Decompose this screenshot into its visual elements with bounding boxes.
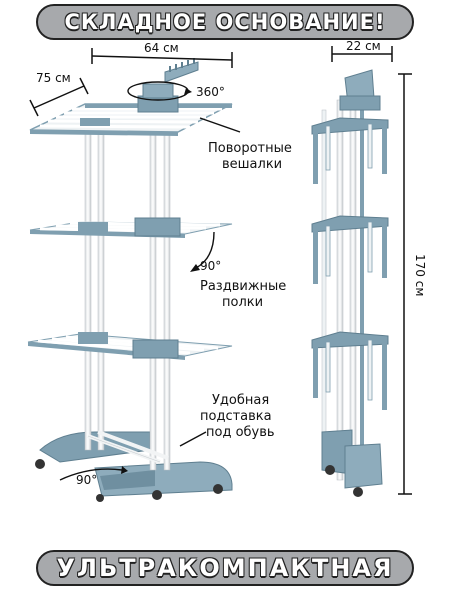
wheel	[213, 484, 223, 494]
wheel	[353, 487, 363, 497]
extendable-shelves-line-1: Раздвижные	[200, 279, 286, 294]
extendable-shelves-line-2: полки	[222, 295, 263, 310]
rotation-angle-label: 360°	[196, 85, 225, 99]
pole	[84, 119, 92, 451]
folded-shelf-lower	[311, 331, 389, 410]
bottom-banner-text: УЛЬТРАКОМПАКТНАЯ	[56, 554, 394, 582]
shoe-stand-line-3: под обувь	[206, 425, 275, 440]
base-fold-angle-label: 90°	[76, 473, 97, 487]
top-banner-text: СКЛАДНОЕ ОСНОВАНИЕ!	[64, 10, 386, 34]
shoe-stand-line-1: Удобная	[212, 393, 269, 408]
folded-shelf-middle	[311, 215, 389, 284]
width-label: 64 см	[144, 41, 179, 55]
rotating-hangers-line-2: вешалки	[222, 157, 282, 172]
lower-shelf	[27, 332, 233, 360]
folded-shelf-top	[311, 117, 389, 184]
pole	[149, 99, 157, 471]
wheel	[325, 465, 335, 475]
folded-depth-label: 22 см	[346, 39, 381, 53]
pole	[97, 114, 105, 451]
expanded-dryer	[27, 48, 241, 502]
wheel	[35, 459, 45, 469]
rotating-hangers-line-1: Поворотные	[208, 141, 292, 156]
shoe-stand-line-2: подставка	[200, 409, 272, 424]
middle-shelf	[29, 217, 233, 238]
depth-label: 75 см	[36, 71, 71, 85]
bottom-banner: УЛЬТРАКОМПАКТНАЯ	[36, 550, 414, 586]
top-shelf	[29, 58, 233, 136]
wheel	[152, 490, 162, 500]
top-banner: СКЛАДНОЕ ОСНОВАНИЕ!	[36, 4, 414, 40]
height-label: 170 см	[413, 254, 427, 296]
shelf-fold-angle-label: 90°	[200, 259, 221, 273]
wheel	[96, 494, 104, 502]
pole	[163, 97, 171, 471]
folded-dryer	[311, 46, 412, 497]
